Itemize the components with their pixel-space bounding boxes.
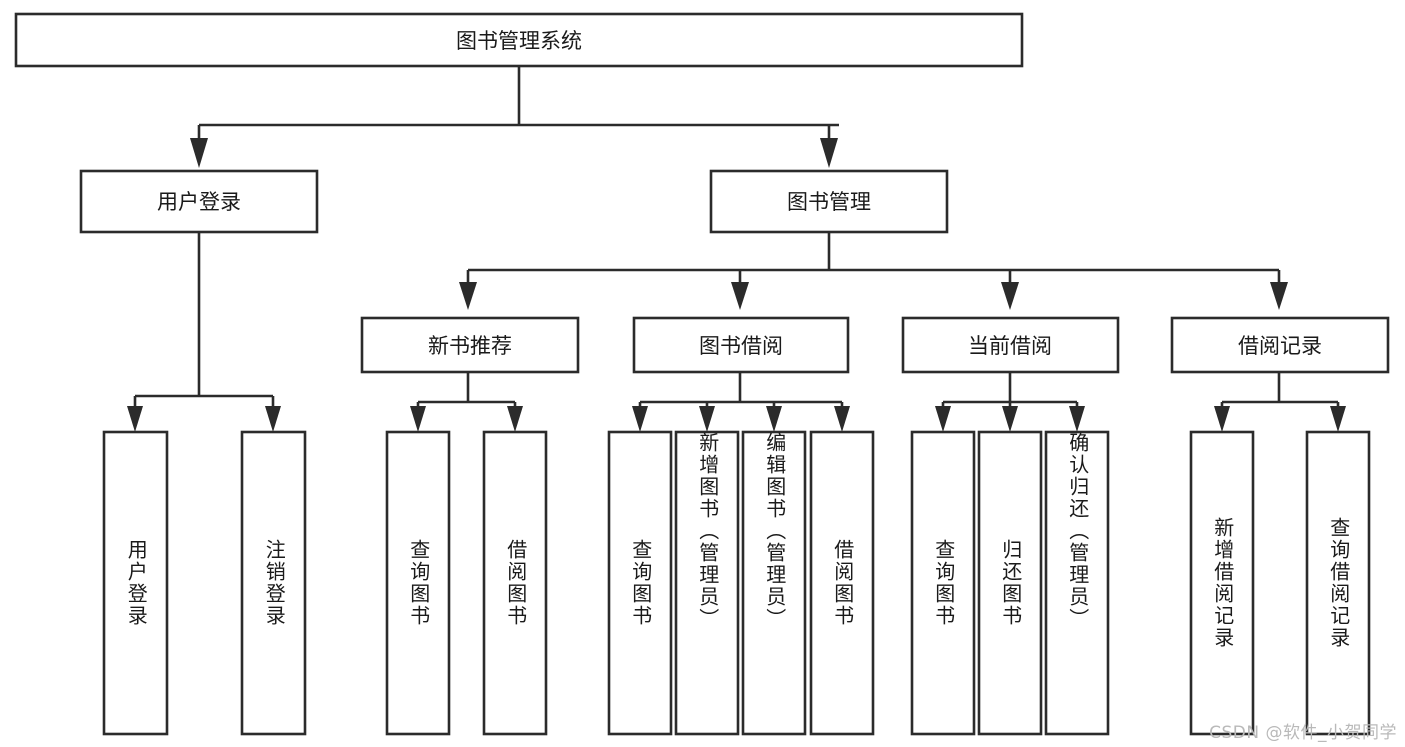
arrow-to-new-book [459, 282, 477, 310]
connector-borrow-record-to-leaves [1214, 372, 1346, 432]
node-book-borrow[interactable]: 图书借阅 [632, 316, 850, 374]
arrow-to-user-login [190, 138, 208, 168]
node-book-management[interactable]: 图书管理 [709, 169, 949, 234]
leaf-box-book-borrow-4[interactable] [809, 430, 875, 736]
connector-current-borrow-to-leaves [935, 372, 1085, 432]
node-new-book-recommend[interactable]: 新书推荐 [360, 316, 580, 374]
node-root-book-management-system[interactable]: 图书管理系统 [14, 12, 1024, 68]
connector-root-to-level1 [190, 66, 839, 168]
node-current-borrow-label: 当前借阅 [968, 334, 1052, 358]
leaf-box-book-borrow-1[interactable] [607, 430, 673, 736]
arrow-to-book-borrow [731, 282, 749, 310]
node-borrow-record[interactable]: 借阅记录 [1170, 316, 1390, 374]
connector-book-manage-to-level2 [459, 232, 1288, 310]
leaf-box-borrow-record-2[interactable] [1305, 430, 1371, 736]
node-new-book-recommend-label: 新书推荐 [428, 334, 512, 358]
arrow-to-book-manage [820, 138, 838, 168]
connector-new-book-to-leaves [410, 372, 523, 432]
arrow-to-current-borrow [1001, 282, 1019, 310]
leaf-box-user-login-1[interactable] [102, 430, 169, 736]
connector-book-borrow-to-leaves [632, 372, 850, 432]
node-book-management-label: 图书管理 [787, 190, 871, 214]
leaf-box-new-book-1[interactable] [385, 430, 451, 736]
leaf-box-current-borrow-1[interactable] [910, 430, 976, 736]
watermark: CSDN @软件_小贺同学 [1209, 723, 1397, 743]
arrow-to-borrow-record [1270, 282, 1288, 310]
leaf-box-current-borrow-2[interactable] [977, 430, 1043, 736]
leaf-box-new-book-2[interactable] [482, 430, 548, 736]
node-borrow-record-label: 借阅记录 [1238, 334, 1322, 358]
node-user-login[interactable]: 用户登录 [79, 169, 319, 234]
leaf-box-current-borrow-3[interactable] [1044, 430, 1110, 736]
node-current-borrow[interactable]: 当前借阅 [901, 316, 1120, 374]
node-user-login-label: 用户登录 [157, 190, 241, 214]
leaf-box-book-borrow-2[interactable] [674, 430, 740, 736]
node-root-label: 图书管理系统 [456, 29, 582, 53]
node-book-borrow-label: 图书借阅 [699, 334, 783, 358]
leaf-box-user-login-2[interactable] [240, 430, 307, 736]
leaf-box-borrow-record-1[interactable] [1189, 430, 1255, 736]
connector-user-login-to-leaves [127, 232, 281, 432]
leaf-box-book-borrow-3[interactable] [741, 430, 807, 736]
